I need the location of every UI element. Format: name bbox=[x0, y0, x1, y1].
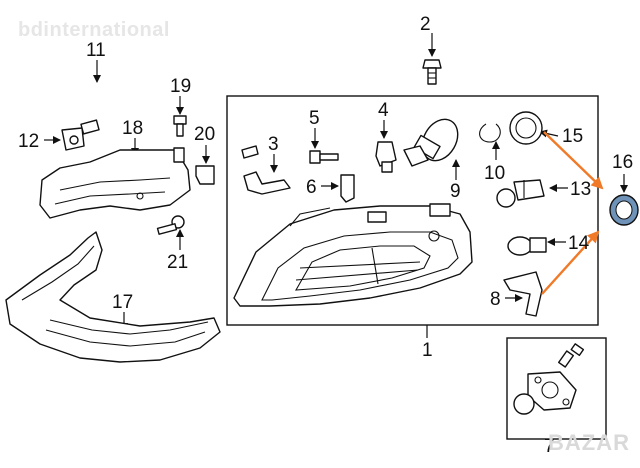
ring-clip-10 bbox=[479, 123, 501, 160]
screw-5 bbox=[309, 128, 339, 164]
headlight-housing bbox=[233, 203, 473, 307]
bazar-logo: BAZAR bbox=[548, 430, 630, 455]
clip-6 bbox=[321, 174, 355, 203]
strip-8 bbox=[503, 271, 543, 317]
callout-8: 8 bbox=[490, 289, 501, 310]
inset-parts-7 bbox=[513, 343, 585, 415]
highlight-arrow-upper bbox=[543, 131, 604, 190]
bolt-19 bbox=[173, 96, 187, 137]
callout-11: 11 bbox=[86, 40, 106, 61]
callout-21: 21 bbox=[167, 252, 188, 273]
socket-ring-15 bbox=[509, 111, 559, 145]
callout-9: 9 bbox=[450, 181, 461, 202]
callout-13: 13 bbox=[570, 179, 591, 200]
bracket-18 bbox=[39, 138, 191, 219]
callout-2: 2 bbox=[420, 14, 431, 35]
callout-15: 15 bbox=[562, 126, 583, 147]
callout-1: 1 bbox=[422, 340, 433, 361]
watermark-text: bdinternational bbox=[18, 19, 170, 41]
callout-17: 17 bbox=[112, 292, 133, 313]
clip-20 bbox=[195, 145, 215, 185]
callout-18: 18 bbox=[122, 118, 143, 139]
bolt-2 bbox=[422, 33, 442, 85]
callout-19: 19 bbox=[170, 76, 191, 97]
callout-3: 3 bbox=[268, 134, 279, 155]
callout-12: 12 bbox=[18, 131, 39, 152]
callout-20: 20 bbox=[194, 124, 215, 145]
hose-11 bbox=[43, 60, 103, 116]
actuator-12 bbox=[44, 119, 100, 151]
bulb-9 bbox=[403, 118, 460, 180]
connector-4 bbox=[375, 120, 397, 173]
bracket-3 bbox=[241, 145, 291, 195]
seal-16 bbox=[609, 174, 639, 226]
callout-4: 4 bbox=[378, 100, 389, 121]
bolt-21 bbox=[156, 215, 185, 250]
inset-frame bbox=[506, 337, 607, 440]
callout-7: 7 bbox=[544, 436, 555, 457]
callout-5: 5 bbox=[309, 108, 320, 129]
lower-bracket-17 bbox=[5, 231, 221, 363]
assembly-frame bbox=[226, 95, 599, 326]
bulb-13 bbox=[496, 179, 568, 208]
callout-6: 6 bbox=[306, 177, 317, 198]
callout-10: 10 bbox=[484, 163, 505, 184]
bulb-14 bbox=[507, 236, 566, 256]
callout-14: 14 bbox=[568, 233, 590, 254]
callout-16: 16 bbox=[612, 152, 633, 173]
highlight-arrow-lower bbox=[541, 230, 600, 295]
